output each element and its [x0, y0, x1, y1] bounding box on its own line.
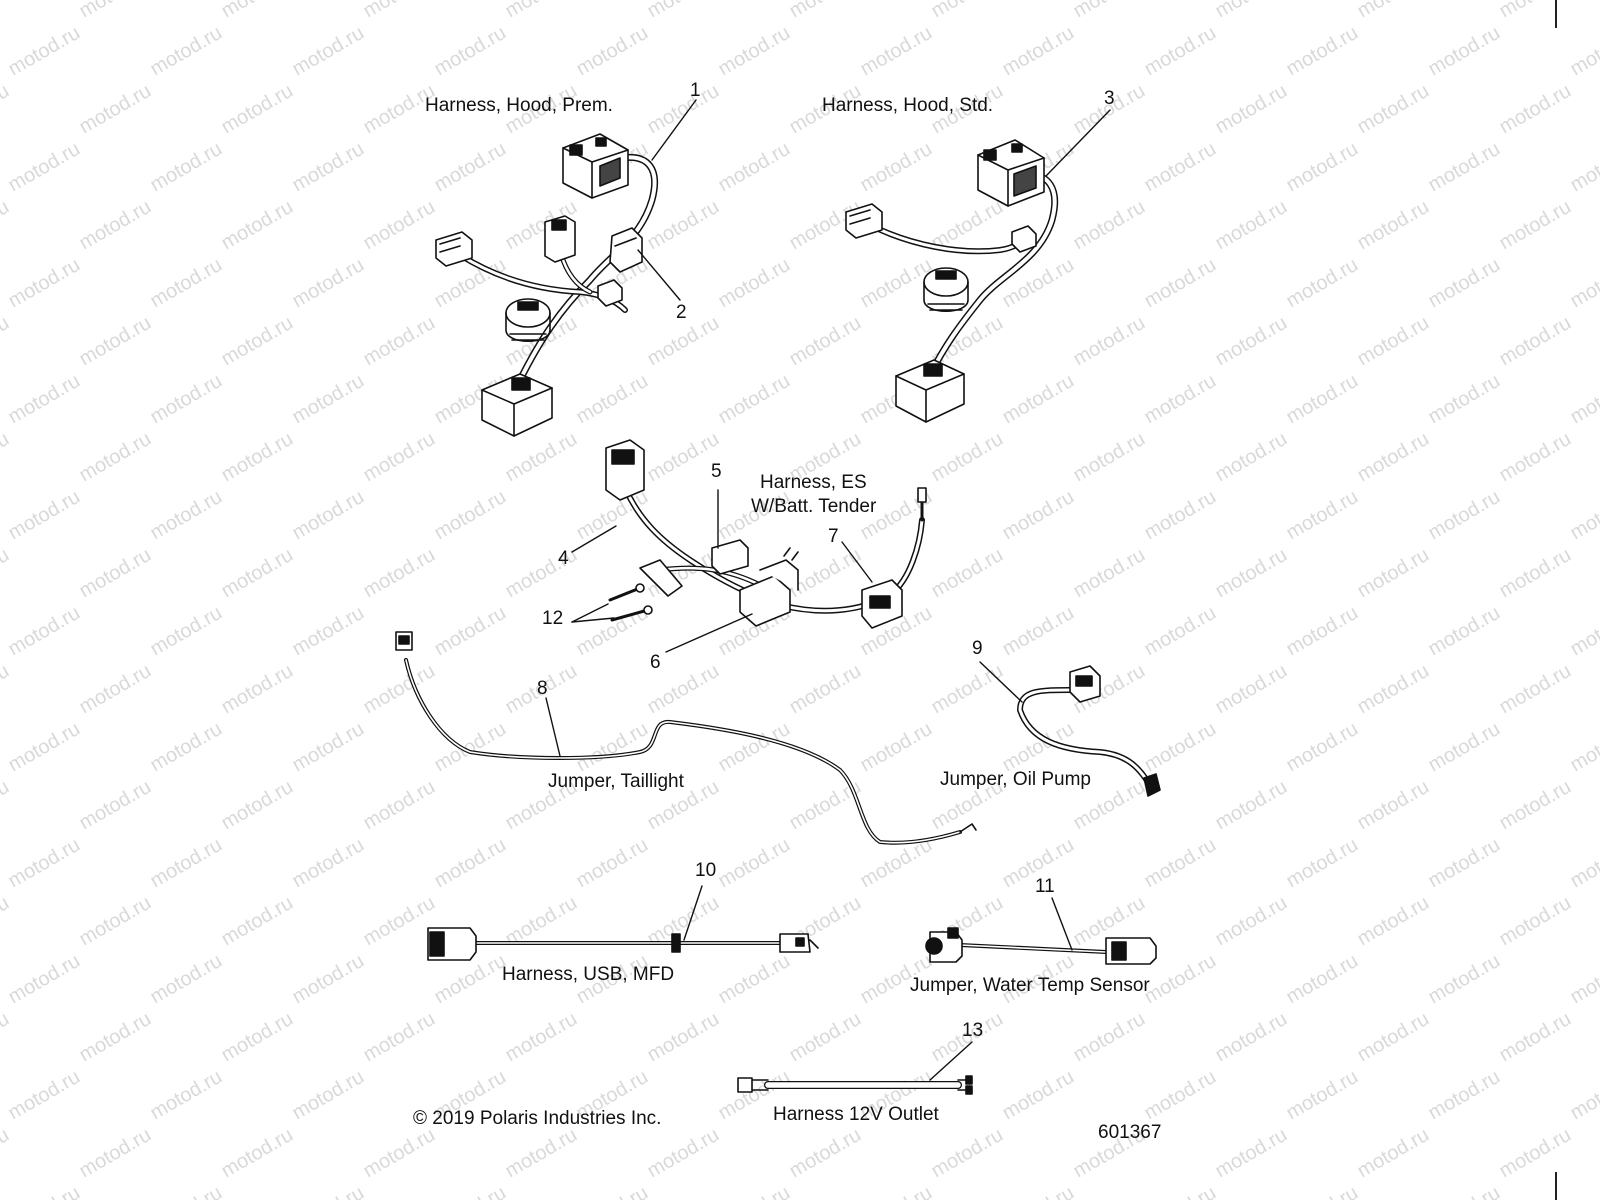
harness-12v-outlet-drawing: [737, 1075, 973, 1095]
harness-hood-prem-drawing: [435, 133, 659, 437]
label-jumper-taillight: Jumper, Taillight: [548, 771, 684, 792]
callout-13: 13: [962, 1020, 984, 1041]
callout-10: 10: [695, 860, 717, 881]
callout-5: 5: [711, 461, 722, 482]
label-harness-es-line1: Harness, ES: [760, 472, 867, 493]
figure-id: 601367: [1098, 1122, 1162, 1143]
jumper-water-temp-drawing: [925, 927, 1157, 965]
label-harness-es-line2: W/Batt. Tender: [751, 496, 877, 517]
callout-6: 6: [650, 652, 661, 673]
label-harness-12v-outlet: Harness 12V Outlet: [773, 1104, 939, 1125]
callout-9: 9: [972, 638, 983, 659]
copyright-notice: © 2019 Polaris Industries Inc.: [413, 1108, 662, 1129]
harness-es-drawing: [605, 439, 927, 629]
callout-1: 1: [690, 80, 701, 101]
jumper-taillight-drawing: [395, 631, 977, 845]
callout-12: 12: [542, 608, 564, 629]
harness-usb-mfd-drawing: [427, 927, 819, 961]
frame-tick-top-right: [1555, 0, 1557, 28]
label-jumper-oil-pump: Jumper, Oil Pump: [940, 769, 1091, 790]
harness-hood-std-drawing: [845, 139, 1059, 423]
leader-lines: [545, 99, 1111, 1081]
label-harness-hood-std: Harness, Hood, Std.: [822, 95, 994, 116]
label-harness-usb-mfd: Harness, USB, MFD: [502, 964, 675, 985]
callout-4: 4: [558, 548, 569, 569]
callout-7: 7: [828, 526, 839, 547]
callout-8: 8: [537, 678, 548, 699]
label-harness-hood-prem: Harness, Hood, Prem.: [425, 95, 613, 116]
callout-11: 11: [1035, 876, 1055, 897]
label-jumper-water-temp: Jumper, Water Temp Sensor: [910, 975, 1150, 996]
callout-2: 2: [676, 302, 687, 323]
frame-tick-bottom-right: [1555, 1172, 1557, 1200]
callout-3: 3: [1104, 88, 1115, 109]
jumper-oil-pump-drawing: [1017, 665, 1161, 797]
